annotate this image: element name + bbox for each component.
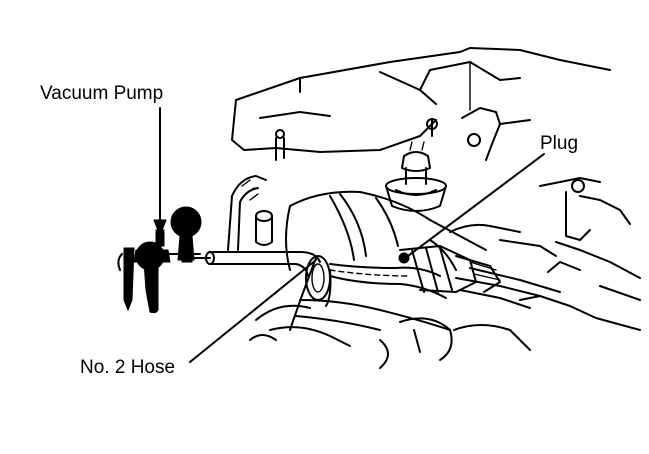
vacuum-pump [117, 206, 211, 314]
diaphragm-actuator [385, 141, 447, 212]
lower-manifold [249, 304, 531, 369]
no2-hose-label: No. 2 Hose [80, 357, 176, 378]
right-side-components [499, 177, 641, 331]
plug-label: Plug [540, 133, 579, 154]
air-intake-chamber [231, 47, 611, 161]
no2-hose-leader [189, 259, 317, 363]
vacuum-nipple [227, 175, 273, 251]
leader-lines [153, 107, 545, 363]
vacuum-pump-label: Vacuum Pump [40, 83, 164, 104]
plug-leader [407, 153, 545, 257]
plug-connector [398, 245, 501, 293]
